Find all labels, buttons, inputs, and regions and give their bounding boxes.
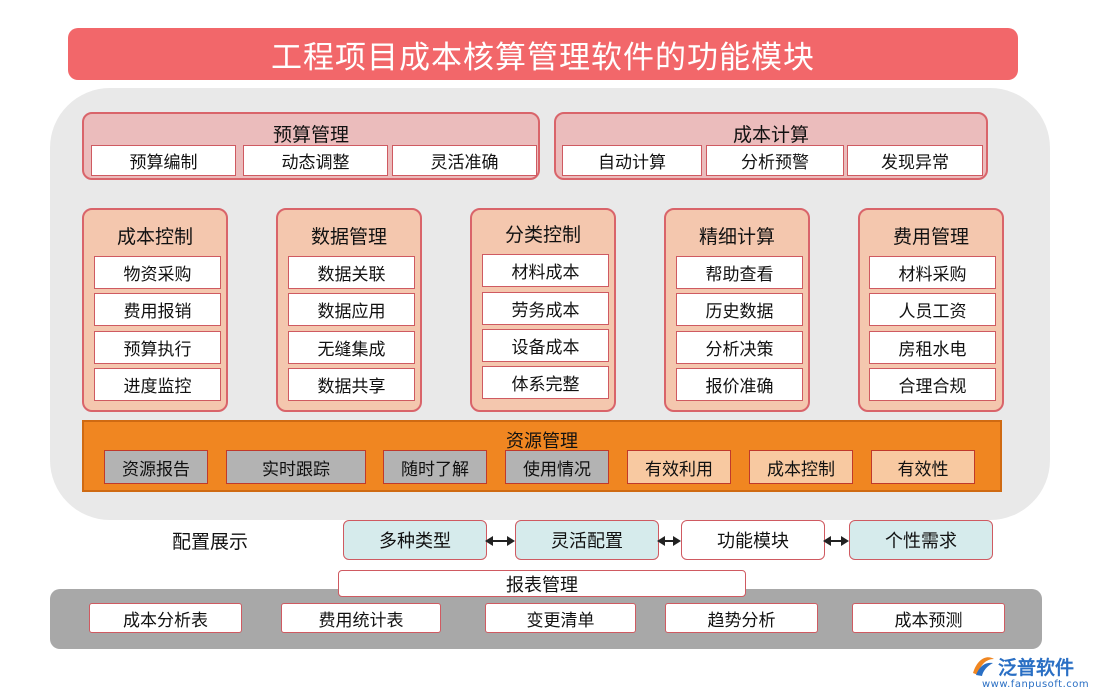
resource-item: 有效性 bbox=[871, 450, 975, 484]
module-item: 劳务成本 bbox=[482, 292, 609, 325]
report-title: 报表管理 bbox=[338, 570, 746, 597]
resource-item: 有效利用 bbox=[627, 450, 731, 484]
report-item: 成本预测 bbox=[852, 603, 1005, 633]
module-item: 材料成本 bbox=[482, 254, 609, 287]
report-item: 费用统计表 bbox=[281, 603, 441, 633]
module-item: 材料采购 bbox=[869, 256, 996, 289]
module-item: 数据关联 bbox=[288, 256, 415, 289]
module-title: 数据管理 bbox=[310, 226, 387, 248]
double-arrow-icon bbox=[485, 536, 515, 546]
module-title: 精细计算 bbox=[698, 226, 775, 248]
module-item: 费用报销 bbox=[94, 293, 221, 326]
module-item: 分析预警 bbox=[706, 145, 844, 176]
resource-item: 成本控制 bbox=[749, 450, 853, 484]
config-item: 功能模块 bbox=[681, 520, 825, 560]
module-title: 分类控制 bbox=[504, 224, 581, 246]
module-item: 预算编制 bbox=[91, 145, 236, 176]
resource-item: 资源报告 bbox=[104, 450, 208, 484]
module-item: 物资采购 bbox=[94, 256, 221, 289]
report-item: 变更清单 bbox=[485, 603, 636, 633]
page-title: 工程项目成本核算管理软件的功能模块 bbox=[68, 28, 1018, 80]
logo-url: www.fanpusoft.com bbox=[982, 679, 1090, 690]
logo-name: 泛普软件 bbox=[998, 657, 1075, 679]
module-item: 合理合规 bbox=[869, 368, 996, 401]
module-item: 历史数据 bbox=[676, 293, 803, 326]
module-title: 费用管理 bbox=[892, 226, 969, 248]
module-title: 资源管理 bbox=[506, 431, 578, 452]
resource-item: 随时了解 bbox=[383, 450, 487, 484]
module-title: 成本计算 bbox=[732, 124, 809, 146]
resource-item: 实时跟踪 bbox=[226, 450, 366, 484]
module-item: 体系完整 bbox=[482, 366, 609, 399]
module-item: 设备成本 bbox=[482, 329, 609, 362]
module-item: 帮助查看 bbox=[676, 256, 803, 289]
resource-item: 使用情况 bbox=[505, 450, 609, 484]
double-arrow-icon bbox=[657, 536, 681, 546]
config-item: 个性需求 bbox=[849, 520, 993, 560]
config-item: 多种类型 bbox=[343, 520, 487, 560]
module-title: 成本控制 bbox=[116, 226, 193, 248]
brand-logo: 泛普软件 www.fanpusoft.com bbox=[968, 651, 1093, 696]
report-item: 成本分析表 bbox=[89, 603, 242, 633]
module-item: 进度监控 bbox=[94, 368, 221, 401]
module-item: 动态调整 bbox=[243, 145, 388, 176]
module-item: 自动计算 bbox=[562, 145, 702, 176]
double-arrow-icon bbox=[823, 536, 849, 546]
logo-mark-icon bbox=[973, 657, 994, 676]
module-item: 发现异常 bbox=[847, 145, 983, 176]
config-item: 灵活配置 bbox=[515, 520, 659, 560]
module-item: 人员工资 bbox=[869, 293, 996, 326]
module-item: 报价准确 bbox=[676, 368, 803, 401]
module-item: 分析决策 bbox=[676, 331, 803, 364]
module-item: 数据共享 bbox=[288, 368, 415, 401]
module-item: 灵活准确 bbox=[392, 145, 537, 176]
module-item: 预算执行 bbox=[94, 331, 221, 364]
report-item: 趋势分析 bbox=[665, 603, 818, 633]
module-item: 无缝集成 bbox=[288, 331, 415, 364]
module-item: 数据应用 bbox=[288, 293, 415, 326]
module-item: 房租水电 bbox=[869, 331, 996, 364]
module-title: 预算管理 bbox=[272, 124, 349, 146]
config-label: 配置展示 bbox=[172, 531, 249, 553]
